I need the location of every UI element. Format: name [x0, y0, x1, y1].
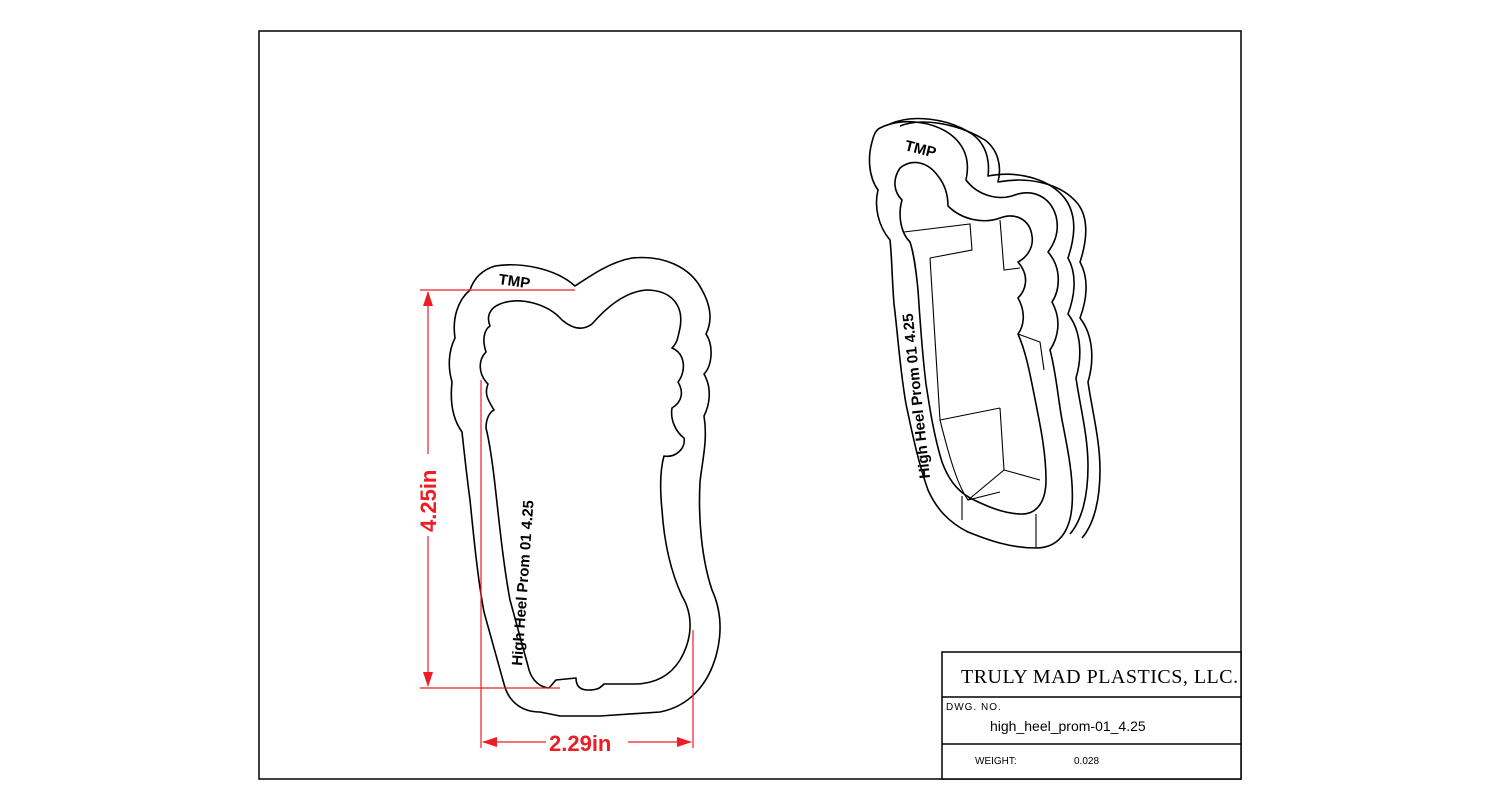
iso-inner-wall	[903, 219, 1045, 548]
iso-emboss-top: TMP	[903, 137, 938, 161]
dwg-no-label: DWG. NO.	[946, 702, 1002, 713]
title-block: TRULY MAD PLASTICS, LLC. DWG. NO. high_h…	[941, 651, 1242, 780]
dwg-no-value: high_heel_prom-01_4.25	[990, 718, 1146, 734]
iso-inner-outline	[894, 161, 1047, 515]
iso-back-layer-1	[899, 121, 1101, 539]
front-emboss-side: High Heel Prom 01 4.25	[509, 500, 538, 667]
isometric-view: TMP High Heel Prom 01 4.25	[868, 117, 1101, 549]
front-view: TMP High Heel Prom 01 4.25	[448, 256, 721, 717]
front-view-outer-outline	[448, 256, 721, 717]
height-dimension: 4.25in	[412, 289, 575, 689]
sheet-border	[258, 30, 1242, 780]
front-emboss-top: TMP	[497, 271, 531, 292]
company-name: TRULY MAD PLASTICS, LLC.	[961, 666, 1239, 688]
width-dimension-label: 2.29in	[549, 731, 611, 756]
front-view-inner-outline	[479, 289, 691, 691]
width-dimension: 2.29in	[480, 380, 694, 756]
weight-label: WEIGHT:	[975, 756, 1017, 767]
iso-back-layer-2	[889, 117, 1089, 535]
weight-value: 0.028	[1074, 756, 1099, 767]
iso-outer-outline	[868, 120, 1074, 549]
height-dimension-label: 4.25in	[416, 470, 441, 532]
